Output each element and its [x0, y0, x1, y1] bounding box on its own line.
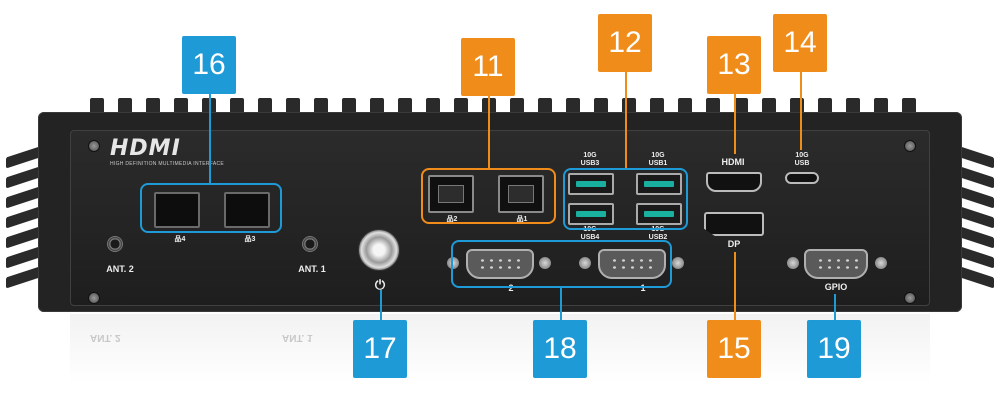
com1-standoff-right — [671, 256, 685, 270]
callout-14-badge: 14 — [773, 14, 827, 72]
sfp-port-4[interactable] — [154, 192, 200, 228]
callout-18-frame — [451, 240, 672, 288]
usbc-label: USB — [794, 160, 810, 167]
gpio-standoff-left — [786, 256, 800, 270]
lan1-label: 品1 — [516, 216, 528, 223]
panel-screw — [88, 140, 100, 152]
com1-standoff-left — [578, 256, 592, 270]
reflection-ant1-label: ANT. 1 — [282, 332, 313, 343]
lan4-label: 品4 — [174, 236, 186, 243]
usb2-label: USB2 — [648, 234, 668, 241]
lan3-label: 品3 — [244, 236, 256, 243]
com1-label: 1 — [640, 283, 646, 293]
hdmi-brand-logo: HDMI — [110, 136, 181, 161]
callout-15-line — [734, 252, 736, 320]
com2-label: 2 — [508, 283, 514, 293]
antenna-connector-1[interactable] — [302, 236, 318, 252]
usb-a-port-4[interactable] — [568, 203, 614, 225]
displayport-port[interactable] — [704, 212, 764, 236]
usb1-speed-label: 10G — [651, 152, 665, 159]
callout-12-line — [625, 72, 627, 168]
callout-19-line — [834, 294, 836, 320]
callout-13-line — [734, 92, 736, 154]
callout-18-badge: 18 — [533, 320, 587, 378]
hdmi-brand-subtitle: HIGH DEFINITION MULTIMEDIA INTERFACE — [110, 161, 225, 167]
usb1-label: USB1 — [648, 160, 668, 167]
floor-reflection — [70, 314, 930, 384]
power-button[interactable] — [358, 229, 400, 271]
power-icon: ⏻ — [374, 278, 386, 293]
gpio-label: GPIO — [824, 282, 848, 292]
gpio-standoff-right — [874, 256, 888, 270]
usb-a-port-1[interactable] — [636, 173, 682, 195]
callout-16-line — [209, 72, 211, 183]
antenna-connector-2[interactable] — [107, 236, 123, 252]
hdmi-port-label: HDMI — [721, 157, 745, 167]
lan-port-1[interactable] — [498, 175, 544, 213]
com2-standoff-left — [446, 256, 460, 270]
panel-screw — [904, 140, 916, 152]
usb3-label: USB3 — [580, 160, 600, 167]
callout-12-badge: 12 — [598, 14, 652, 72]
gpio-connector[interactable] — [804, 249, 868, 279]
com-port-2[interactable] — [466, 249, 534, 279]
usb4-label: USB4 — [580, 234, 600, 241]
callout-11-badge: 11 — [461, 38, 515, 96]
callout-15-badge: 15 — [707, 320, 761, 378]
callout-16-badge: 16 — [182, 36, 236, 94]
usbc-speed-label: 10G — [795, 152, 809, 159]
callout-13-badge: 13 — [707, 36, 761, 94]
callout-12-frame — [563, 168, 688, 230]
usb3-speed-label: 10G — [583, 152, 597, 159]
callout-16-frame — [140, 183, 282, 233]
callout-11-frame — [421, 168, 556, 224]
callout-17-badge: 17 — [353, 320, 407, 378]
reflection-ant2-label: ANT. 2 — [90, 332, 121, 343]
panel-screw — [904, 292, 916, 304]
sfp-port-3[interactable] — [224, 192, 270, 228]
usb-c-port[interactable] — [785, 172, 819, 184]
callout-14-line — [800, 70, 802, 150]
com-port-1[interactable] — [598, 249, 666, 279]
dp-port-label: DP — [727, 239, 741, 249]
usb-a-port-3[interactable] — [568, 173, 614, 195]
callout-17-line — [380, 290, 382, 320]
callout-11-line — [488, 96, 490, 168]
lan-port-2[interactable] — [428, 175, 474, 213]
lan2-label: 品2 — [446, 216, 458, 223]
callout-18-line — [560, 288, 562, 320]
ant1-label: ANT. 1 — [298, 264, 326, 274]
callout-19-badge: 19 — [807, 320, 861, 378]
panel-screw — [88, 292, 100, 304]
usb-a-port-2[interactable] — [636, 203, 682, 225]
ant2-label: ANT. 2 — [106, 264, 134, 274]
hdmi-port[interactable] — [706, 172, 762, 192]
com2-standoff-right — [538, 256, 552, 270]
